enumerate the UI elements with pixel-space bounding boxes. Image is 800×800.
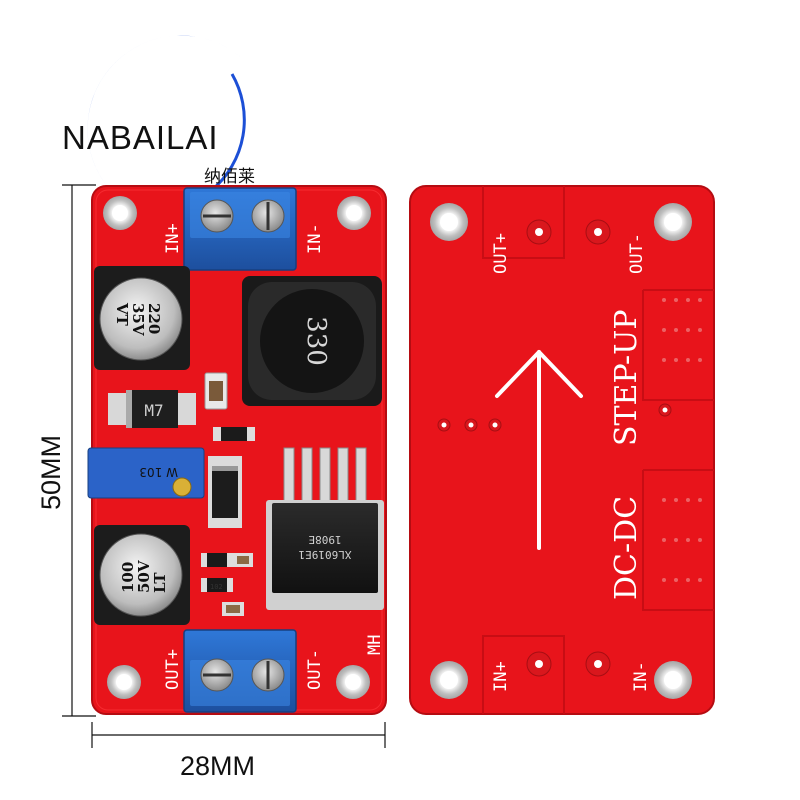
back-board: OUT+ OUT- IN+ IN- STEP-UP DC-DC [409,185,715,715]
back-out-plus-label: OUT+ [491,233,511,274]
front-mh-label: MH [365,635,385,655]
front-out-minus-label: OUT- [305,649,325,690]
diode-marking: M7 [144,401,163,420]
back-in-plus-label: IN+ [491,661,511,692]
trimmer-marking: W 103 [139,465,178,479]
width-dimension [91,722,386,748]
cap-bottom-line3: LT [151,572,169,593]
input-terminal-block [183,187,297,271]
brand-name: NABAILAI [62,119,219,156]
ic-marking-line1: XL6019E1 [299,548,352,561]
inductor: 330 [242,276,382,406]
boost-ic: XL6019E1 1908E [266,447,384,610]
cap-bottom-line1: 100 [119,562,137,593]
output-terminal-block [183,629,297,713]
cap-top-line3: VT [113,302,131,327]
height-label: 50MM [36,435,66,510]
back-title-step-up: STEP-UP [609,309,644,446]
cap-top-line2: 35V [129,303,147,336]
front-out-plus-label: OUT+ [163,649,183,690]
brand-chinese-name: 纳佰莱 [204,167,255,187]
mounting-hole-icon [430,203,692,699]
cap-bottom-line2: 50V [135,560,153,593]
input-capacitor: 220 35V VT [94,266,190,370]
resistor-marking: 102 [210,583,223,591]
smd-resistors: 102 [201,553,253,616]
solder-pads [437,219,672,677]
mounting-hole-icon [103,196,371,699]
front-in-plus-label: IN+ [163,223,183,254]
arrow-up-icon [495,350,583,550]
height-dimension [62,184,96,717]
front-in-minus-label: IN- [305,223,325,254]
ic-marking-line2: 1908E [308,533,341,546]
cap-top-line1: 220 [145,303,163,334]
width-label: 28MM [180,751,255,781]
back-in-minus-label: IN- [631,661,651,692]
inductor-marking: 330 [301,316,331,366]
trimmer-potentiometer: W 103 [87,447,205,499]
output-capacitor: 100 50V LT [94,525,190,625]
diode: M7 [108,390,196,428]
adjust-screw-icon [172,477,192,497]
front-board: IN+ IN- 220 35V VT 330 [87,185,387,715]
back-title-dc-dc: DC-DC [609,496,644,600]
back-out-minus-label: OUT- [627,233,647,274]
brand-logo: NABAILAI 纳佰莱 [62,35,255,198]
